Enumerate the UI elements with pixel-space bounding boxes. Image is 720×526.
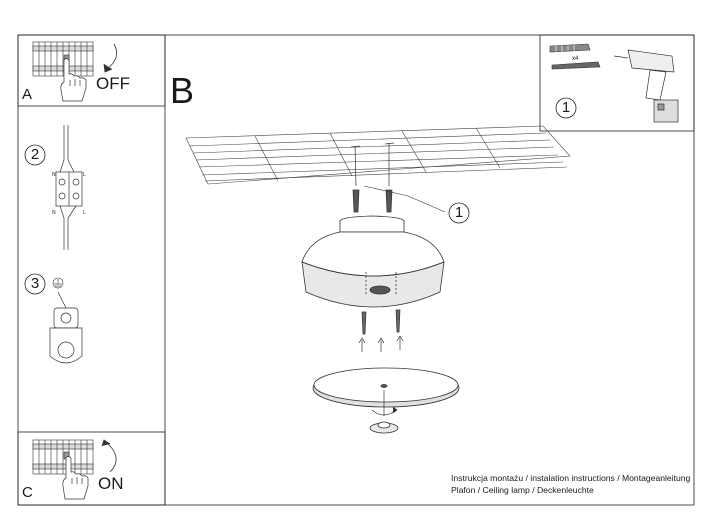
step-3-circle (24, 273, 46, 295)
wiring-label-n-bottom: N (52, 210, 56, 216)
main-frame (17, 34, 695, 506)
hand-off-icon (60, 58, 87, 102)
step-1-circle (555, 97, 577, 119)
screw-icon (551, 61, 601, 70)
wiring-label-l-top: L (83, 172, 86, 178)
step-1-number: 1 (561, 99, 571, 116)
drill-icon (613, 49, 679, 123)
ground-terminal-icon (49, 291, 83, 364)
breaker-panel-off-icon (32, 41, 94, 77)
up-arrows (358, 335, 404, 352)
ground-symbol-icon (52, 277, 64, 289)
wiring-terminal-icon (55, 125, 83, 250)
step-2-circle (24, 144, 46, 166)
step-2-number: 2 (30, 146, 40, 163)
callout-leader (363, 185, 446, 213)
quantity-label: x4 (572, 56, 579, 62)
callout-number: 1 (454, 204, 464, 221)
diffuser-disc (312, 367, 460, 408)
ceiling-grid (185, 125, 571, 185)
breaker-panel-on-icon (32, 439, 94, 475)
rotate-up-arrow-icon (101, 439, 117, 473)
footer-product-line: Plafon / Ceiling lamp / Deckenleuchte (451, 485, 594, 495)
mounting-screws (361, 309, 401, 335)
callout-circle (448, 202, 470, 224)
step-3-number: 3 (30, 275, 40, 292)
step-1-box (539, 34, 695, 132)
wall-plug-icon (549, 43, 591, 53)
footer-title-line: Instrukcja montażu / instalation instruc… (451, 473, 691, 483)
panel-a-state-label: OFF (96, 74, 130, 93)
ceiling-screws (350, 142, 395, 213)
hand-on-icon (62, 456, 89, 500)
wiring-label-n-top: N (52, 172, 56, 178)
lamp-shade (301, 215, 445, 308)
rotate-down-arrow-icon (103, 43, 118, 73)
step-b-letter: B (170, 70, 195, 111)
panel-c-letter: C (22, 484, 33, 501)
rotate-screw-arrow-icon (371, 390, 398, 416)
wiring-label-l-bottom: L (83, 210, 86, 216)
panel-c-state-label: ON (98, 474, 124, 493)
panel-a-letter: A (22, 86, 33, 103)
finial-knob (369, 421, 399, 434)
